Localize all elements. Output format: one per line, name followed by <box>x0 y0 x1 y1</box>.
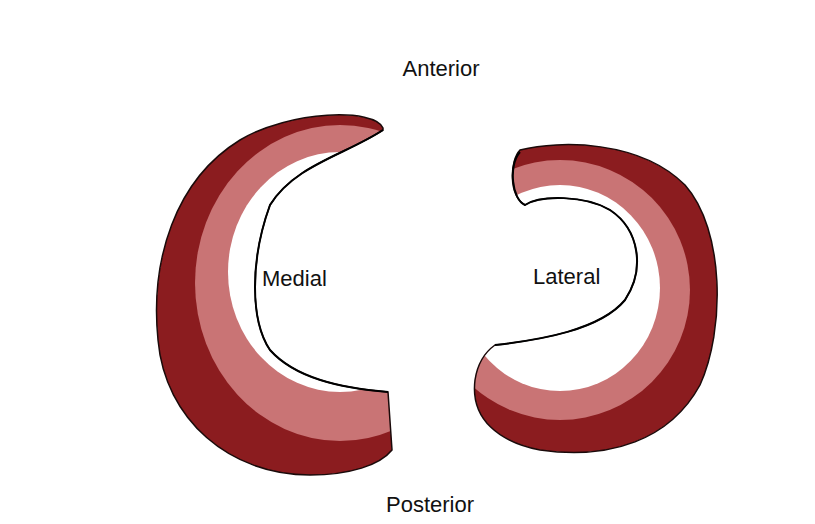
red-white-zone <box>195 125 395 441</box>
white-zone <box>228 152 395 392</box>
meniscus-shape: Lateral <box>465 138 725 463</box>
outer-border <box>474 145 717 453</box>
zone-group <box>465 145 717 453</box>
outer-border <box>157 115 392 475</box>
direction-label: Posterior <box>386 494 474 516</box>
direction-label: Anterior <box>402 58 479 80</box>
zone-group <box>157 115 395 475</box>
inner-edge <box>255 130 388 392</box>
inner-edge <box>495 152 637 345</box>
meniscus-shape: Medial <box>150 105 395 485</box>
meniscus-label: Medial <box>262 268 327 290</box>
meniscus-label: Lateral <box>533 266 600 288</box>
meniscus-outline <box>150 105 395 485</box>
meniscus-outline <box>465 138 725 463</box>
